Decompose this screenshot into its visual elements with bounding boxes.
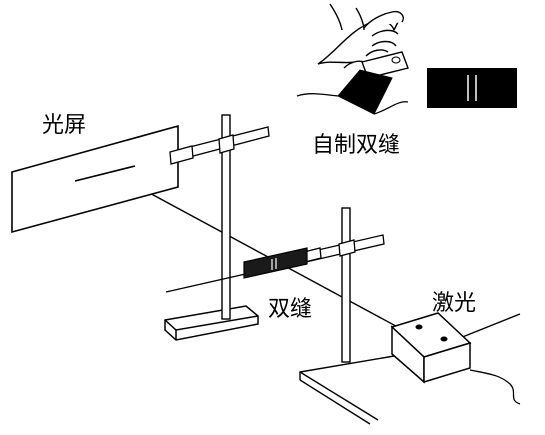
laser-beam [106, 169, 419, 339]
laser-box [390, 312, 521, 405]
table [299, 313, 521, 425]
interference-fringe [74, 165, 136, 182]
double-slit-card [243, 247, 308, 279]
laser-aperture-1 [415, 324, 423, 330]
double-slit-sample [427, 68, 517, 108]
label-homemade-double-slit: 自制双缝 [312, 133, 400, 158]
light-screen [11, 124, 179, 234]
hand-icon [317, 3, 404, 69]
blackened-glass [296, 69, 409, 115]
laser-aperture-2 [440, 336, 448, 342]
label-screen: 光屏 [42, 113, 86, 138]
label-double-slit: 双缝 [268, 297, 312, 322]
laser-power-cord [469, 369, 521, 405]
label-laser: 激光 [432, 291, 476, 316]
left-stand [164, 114, 270, 341]
right-stand [303, 207, 385, 363]
